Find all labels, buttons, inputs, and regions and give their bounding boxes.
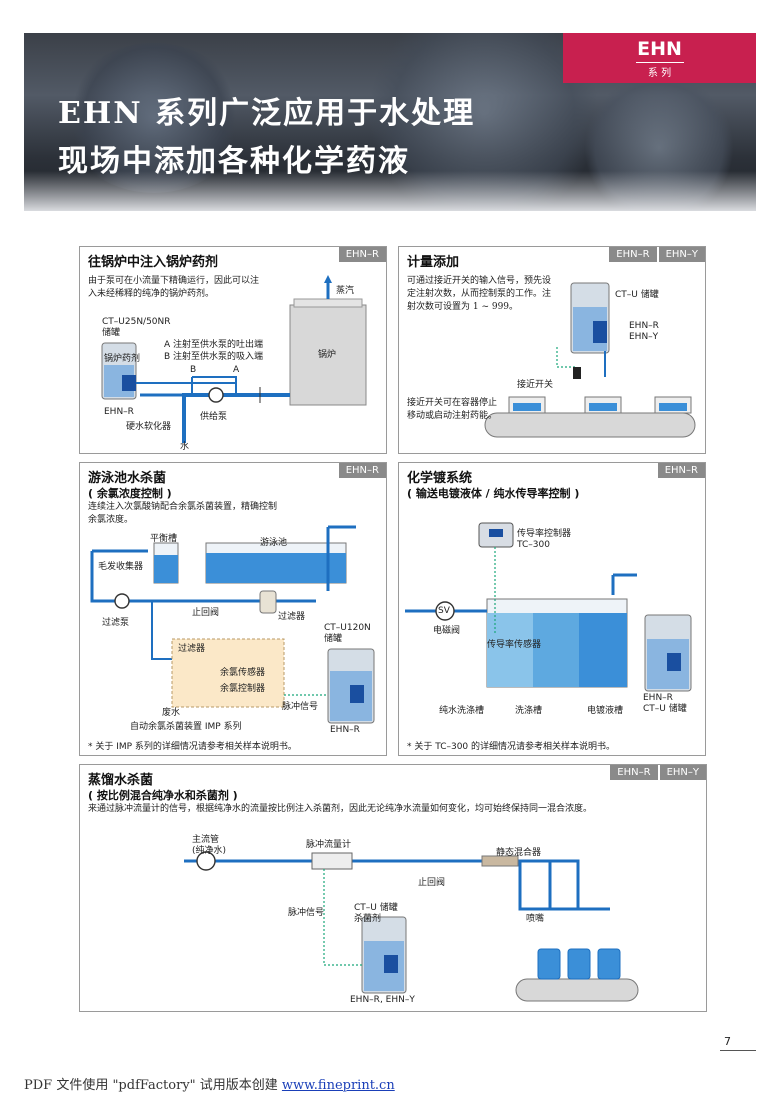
- footer: PDF 文件使用 "pdfFactory" 试用版本创建 www.finepri…: [24, 1074, 395, 1093]
- controller-label: 传导率控制器 TC–300: [517, 529, 572, 550]
- pulse-label: 脉冲信号: [288, 908, 325, 918]
- panel-distilled-subtitle: ( 按比例混合纯净水和杀菌剂 ): [88, 789, 238, 802]
- balance-tank-label: 平衡槽: [150, 534, 178, 544]
- series-tag-main: EHN: [637, 38, 682, 60]
- pump-label: EHN–R: [330, 725, 360, 735]
- b-mark: B: [190, 365, 197, 375]
- page-title: EHN 系列广泛应用于水处理 现场中添加各种化学药液: [58, 90, 475, 186]
- check-valve-label: 止回阀: [418, 878, 446, 888]
- panel-plating-title: 化学镀系统: [407, 471, 473, 486]
- switch-label: 接近开关: [517, 380, 554, 390]
- panel-plating: 化学镀系统 ( 输送电镀液体 / 纯水传导率控制 ) EHN–R 传导率控制器 …: [398, 462, 706, 756]
- panel-boiler: 往锅炉中注入锅炉药剂 EHN–R 由于泵可在小流量下精确运行，因此可以注入未经稀…: [79, 246, 387, 454]
- main-pipe-label: 主流管 (纯净水): [192, 835, 227, 856]
- footer-text: PDF 文件使用 "pdfFactory" 试用版本创建: [24, 1078, 282, 1093]
- valve-label: 电磁阀: [433, 626, 461, 636]
- sensor-label: 余氯传感器: [220, 668, 266, 678]
- series-tag: EHN 系 列: [563, 33, 756, 83]
- note-a: A 注射至供水泵的吐出端: [164, 340, 264, 350]
- tank-label: CT–U 储罐: [615, 290, 659, 300]
- chem-label: 锅炉药剂: [104, 354, 141, 364]
- distilled-diagram: [184, 851, 639, 1002]
- model-tag: EHN–R: [338, 463, 386, 478]
- filter-label: 过滤器: [278, 612, 306, 622]
- controller-label: 余氯控制器: [220, 684, 266, 694]
- series-tag-sub: 系 列: [635, 62, 684, 79]
- pump-label: EHN–R CT–U 储罐: [643, 693, 687, 714]
- panel-distilled-title: 蒸馏水杀菌: [88, 773, 154, 788]
- note-b: B 注射至供水泵的吸入端: [164, 352, 264, 362]
- panel-distilled-desc: 来通过脉冲流量计的信号，根据纯净水的流量按比例注入杀菌剂，因此无论纯净水流量如何…: [88, 804, 593, 814]
- model-tag: EHN–Y: [658, 247, 705, 262]
- pump-label: EHN–R: [104, 407, 134, 417]
- panel-pool-desc: 连续注入次氯酸钠配合余氯杀菌装置，精确控制余氯浓度。: [88, 502, 278, 525]
- panel-pool-note: * 关于 IMP 系列的详细情况请参考相关样本说明书。: [88, 742, 297, 752]
- tank-label: CT–U 储罐 杀菌剂: [354, 903, 398, 924]
- steam-label: 蒸汽: [336, 286, 355, 296]
- panel-pool-subtitle: ( 余氯浓度控制 ): [88, 487, 172, 500]
- panel-pool-title: 游泳池水杀菌: [88, 471, 167, 486]
- title-line-2: 现场中添加各种化学药液: [58, 144, 410, 179]
- model-tag: EHN–Y: [659, 765, 706, 780]
- page-number-rule: [720, 1050, 756, 1051]
- model-tag: EHN–R: [657, 463, 705, 478]
- metering-diagram: [484, 282, 696, 438]
- panel-boiler-desc: 由于泵可在小流量下精确运行，因此可以注入未经稀释的纯净的锅炉药剂。: [88, 276, 260, 299]
- model-tag: EHN–R: [338, 247, 386, 262]
- pool-diagram: [90, 525, 375, 724]
- panel-plating-note: * 关于 TC–300 的详细情况请参考相关样本说明书。: [407, 742, 616, 752]
- filter-pump-label: 过滤泵: [102, 618, 130, 628]
- tank-label: CT–U120N 储罐: [324, 623, 371, 644]
- mixer-label: 静态混合器: [496, 848, 542, 858]
- tank-label: CT–U25N/50NR 储罐: [102, 317, 171, 338]
- panel-pool: 游泳池水杀菌 ( 余氯浓度控制 ) EHN–R 连续注入次氯酸钠配合余氯杀菌装置…: [79, 462, 387, 756]
- tank3-label: 电镀液槽: [587, 706, 624, 716]
- panel-metering-title: 计量添加: [407, 255, 460, 270]
- sensor-label: 传导率传感器: [487, 640, 542, 650]
- device-label: 自动余氯杀菌装置 IMP 系列: [130, 722, 242, 732]
- pool-label: 游泳池: [260, 538, 288, 548]
- box-filter-label: 过滤器: [178, 644, 206, 654]
- pump-label: EHN–R, EHN–Y: [350, 995, 415, 1005]
- plating-diagram: [405, 522, 692, 692]
- model-tag: EHN–R: [609, 247, 657, 262]
- title-line-1: EHN 系列广泛应用于水处理: [58, 96, 476, 131]
- panel-plating-subtitle: ( 输送电镀液体 / 纯水传导率控制 ): [407, 487, 580, 500]
- flowmeter-label: 脉冲流量计: [306, 840, 352, 850]
- stop-note: 接近开关可在容器停止移动或启动注射药能。: [407, 398, 498, 421]
- boiler-label: 锅炉: [318, 350, 337, 360]
- pump-label: EHN–R EHN–Y: [629, 321, 659, 342]
- panel-distilled: 蒸馏水杀菌 ( 按比例混合纯净水和杀菌剂 ) EHN–R EHN–Y 来通过脉冲…: [79, 764, 707, 1012]
- softener-label: 硬水软化器: [126, 422, 172, 432]
- hair-collector-label: 毛发收集器: [98, 562, 144, 572]
- footer-link[interactable]: www.fineprint.cn: [281, 1078, 395, 1093]
- model-tag: EHN–R: [610, 765, 658, 780]
- water-label: 水: [180, 442, 190, 452]
- tank1-label: 纯水洗涤槽: [439, 706, 485, 716]
- nozzle-label: 喷嘴: [526, 914, 545, 924]
- a-mark: A: [233, 365, 240, 375]
- pulse-label: 脉冲信号: [282, 702, 319, 712]
- sv-label: SV: [438, 606, 450, 616]
- boiler-diagram: [101, 275, 367, 443]
- check-valve-label: 止回阀: [192, 608, 220, 618]
- tank2-label: 洗涤槽: [515, 706, 543, 716]
- panel-boiler-title: 往锅炉中注入锅炉药剂: [88, 255, 219, 270]
- page-number: 7: [724, 1035, 731, 1048]
- feed-pump-label: 供给泵: [200, 412, 228, 422]
- waste-label: 废水: [162, 708, 181, 718]
- panel-metering: 计量添加 EHN–R EHN–Y 可通过接近开关的输入信号，预先设定注射次数，从…: [398, 246, 706, 454]
- panel-metering-desc: 可通过接近开关的输入信号，预先设定注射次数，从而控制泵的工作。注射次数可设置为 …: [407, 276, 552, 312]
